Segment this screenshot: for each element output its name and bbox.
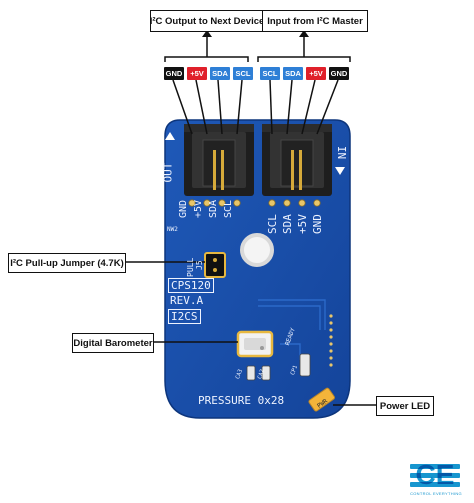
leader-arrowheads [202, 30, 309, 37]
callout-power-led: Power LED [376, 396, 434, 416]
silk-product: PRESSURE 0x28 [198, 394, 285, 407]
ce-logo-mark: CE [415, 459, 455, 490]
pin-in-scl: SCL [260, 67, 280, 80]
output-connector [184, 124, 254, 196]
pin-in-5v: +5V [306, 67, 326, 80]
pullup-jumper [204, 252, 226, 278]
pin-in-sda: SDA [283, 67, 303, 80]
pin-in-gnd: GND [329, 67, 349, 80]
silk-in-scl: SCL [266, 214, 279, 234]
callout-output: I²C Output to Next Device [150, 10, 264, 32]
silk-out-label: OUT [161, 162, 175, 183]
callout-barometer: Digital Barometer [72, 333, 154, 353]
in-arrow-icon [335, 167, 345, 175]
pin-out-5v: +5V [187, 67, 207, 80]
ce-logo-tagline: CONTROL EVERYTHING [410, 491, 462, 496]
silk-in-sda: SDA [281, 214, 294, 234]
mounting-hole [240, 233, 274, 267]
capacitors [246, 353, 311, 381]
callout-pullup: I²C Pull-up Jumper (4.7K) [8, 253, 126, 273]
out-arrow-icon [165, 132, 175, 140]
silk-pull: PULL [186, 257, 195, 277]
input-connector [262, 124, 332, 196]
silk-nw2: NW2 [167, 226, 178, 233]
silk-model: CPS120 [168, 278, 214, 293]
leader-lines [124, 34, 376, 406]
power-led [308, 387, 335, 412]
callout-input: Input from I²C Master [262, 10, 368, 32]
barometer-chip [236, 330, 274, 358]
silk-in-5v: +5V [296, 214, 309, 234]
silk-out-gnd: GND [178, 199, 189, 218]
via-dots [329, 314, 333, 367]
silk-out-sda: SDA [208, 199, 219, 218]
silk-out-scl: SCL [223, 199, 234, 218]
ce-logo-icon [410, 464, 460, 487]
pin-out-sda: SDA [210, 67, 230, 80]
silk-j5: J5 [195, 260, 204, 270]
pin-out-gnd: GND [164, 67, 184, 80]
silk-out-5v: +5V [193, 199, 204, 218]
pin-out-scl: SCL [233, 67, 253, 80]
silk-revision: REV.A [170, 294, 204, 307]
silk-in-label: IN [335, 145, 349, 160]
silk-in-gnd: GND [311, 214, 324, 234]
silk-bus: I2CS [168, 309, 201, 324]
header-pins [188, 199, 321, 207]
